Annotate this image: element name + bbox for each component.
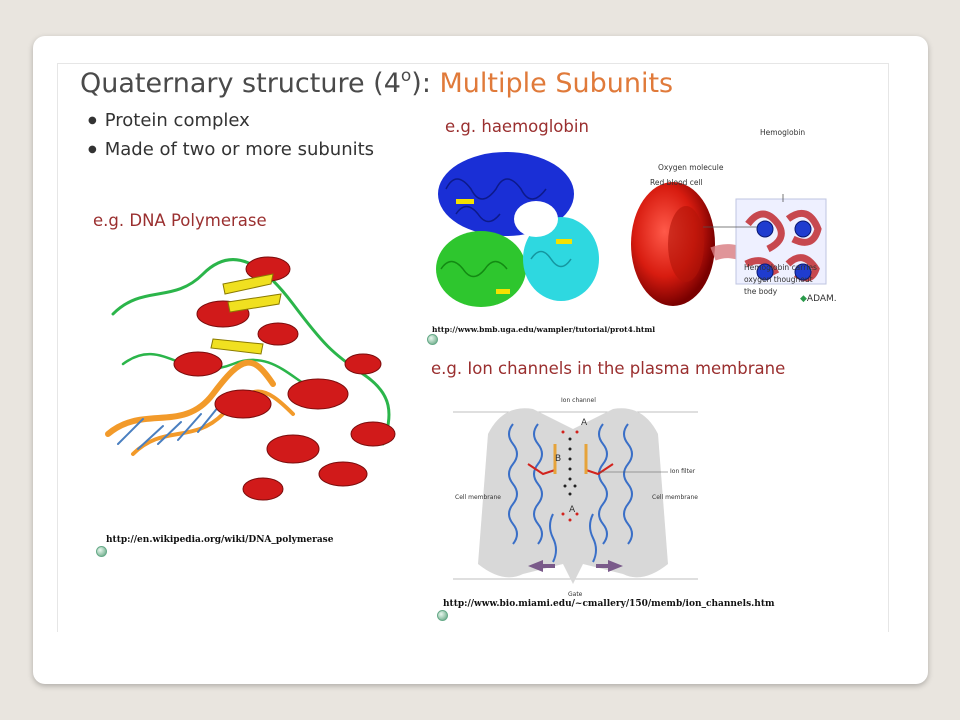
ion-channel-label: e.g. Ion channels in the plasma membrane: [431, 359, 786, 378]
cell-membrane-right-caption: Cell membrane: [652, 494, 698, 501]
bullet-item: Protein complex: [88, 106, 374, 135]
haemoglobin-label: e.g. haemoglobin: [445, 117, 589, 136]
red-blood-cell-caption: Red blood cell: [650, 178, 703, 187]
dna-polymerase-label: e.g. DNA Polymerase: [93, 211, 267, 230]
title-accent: Multiple Subunits: [439, 68, 674, 99]
hemoglobin-carries-caption: the body: [744, 287, 778, 296]
ion-channel-image: [453, 408, 698, 584]
dna-polymerase-url[interactable]: http://en.wikipedia.org/wiki/DNA_polymer…: [106, 535, 334, 545]
oxygen-molecule-caption: Oxygen molecule: [658, 163, 724, 172]
globe-icon: [427, 334, 438, 345]
adam-logo: ◆ADAM.: [800, 294, 837, 304]
region-a-top: A: [581, 418, 588, 428]
ion-channel-caption: Ion channel: [561, 397, 596, 404]
hemoglobin-caption: Hemoglobin: [760, 128, 806, 137]
globe-icon: [437, 610, 448, 621]
ion-filter-caption: Ion filter: [670, 468, 696, 475]
cell-membrane-left-caption: Cell membrane: [455, 494, 501, 501]
hemoglobin-carries-caption: oxygen thoughout: [744, 275, 813, 284]
bullet-item: Made of two or more subunits: [88, 135, 374, 164]
region-a-bottom: A: [569, 505, 576, 515]
slide: Quaternary structure (4o): Multiple Subu…: [57, 63, 889, 632]
ion-channel-url[interactable]: http://www.bio.miami.edu/~cmallery/150/m…: [443, 599, 775, 609]
region-b: B: [555, 454, 562, 464]
dna-polymerase-image: [105, 256, 396, 501]
hemoglobin-carries-caption: Hemoglobin carries: [744, 263, 817, 272]
haemoglobin-url[interactable]: http://www.bmb.uga.edu/wampler/tutorial/…: [432, 325, 656, 334]
haemoglobin-structure-image: [436, 152, 599, 307]
globe-icon: [96, 546, 107, 557]
bullet-list: Protein complex Made of two or more subu…: [88, 106, 374, 164]
red-blood-cell-image: [631, 182, 827, 306]
slide-title: Quaternary structure (4o): Multiple Subu…: [80, 66, 674, 99]
gate-caption: Gate: [568, 591, 583, 598]
